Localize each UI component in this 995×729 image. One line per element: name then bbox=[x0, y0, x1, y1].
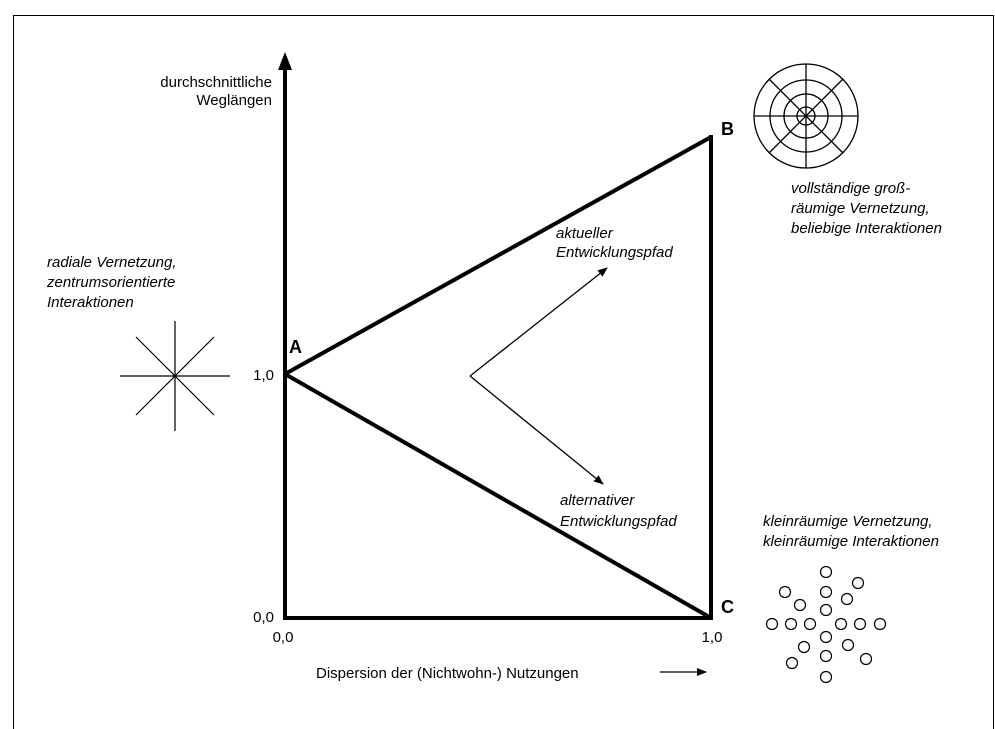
y-tick-1: 1,0 bbox=[253, 367, 274, 384]
point-b-label: B bbox=[721, 119, 734, 139]
star-burst-icon bbox=[120, 321, 230, 431]
full-annotation-line1: vollständige groß- bbox=[791, 180, 910, 197]
point-a-label: A bbox=[289, 337, 302, 357]
current-path-arrow bbox=[469, 267, 608, 377]
radial-annotation-line1: radiale Vernetzung, bbox=[47, 254, 177, 271]
x-axis-label: Dispersion der (Nichtwohn-) Nutzungen bbox=[316, 665, 579, 682]
alternative-path-arrow bbox=[469, 375, 604, 485]
y-axis-label-line1: durchschnittliche bbox=[160, 74, 272, 91]
full-annotation-line3: beliebige Interaktionen bbox=[791, 220, 942, 237]
edge-a-b bbox=[284, 135, 712, 376]
full-annotation-line2: räumige Vernetzung, bbox=[791, 200, 930, 217]
alternative-path-label-line1: alternativer bbox=[560, 492, 635, 509]
small-annotation-line2: kleinräumige Interaktionen bbox=[763, 533, 939, 550]
x-tick-1: 1,0 bbox=[702, 629, 723, 646]
alternative-path-label-line2: Entwicklungspfad bbox=[560, 513, 677, 530]
y-axis-arrowhead bbox=[278, 52, 292, 70]
current-path-label-line1: aktueller bbox=[556, 225, 614, 242]
current-path-label-line2: Entwicklungspfad bbox=[556, 244, 673, 261]
y-tick-0: 0,0 bbox=[253, 609, 274, 626]
radial-annotation-line3: Interaktionen bbox=[47, 294, 134, 311]
x-tick-0: 0,0 bbox=[273, 629, 294, 646]
concentric-web-icon bbox=[753, 63, 859, 169]
y-axis-label-line2: Weglängen bbox=[196, 92, 272, 109]
scattered-circles-icon bbox=[765, 565, 887, 684]
radial-annotation-line2: zentrumsorientierte bbox=[46, 274, 175, 291]
point-c-label: C bbox=[721, 597, 734, 617]
edge-a-c bbox=[284, 372, 712, 620]
diagram-frame bbox=[13, 15, 994, 729]
small-annotation-line1: kleinräumige Vernetzung, bbox=[763, 513, 933, 530]
